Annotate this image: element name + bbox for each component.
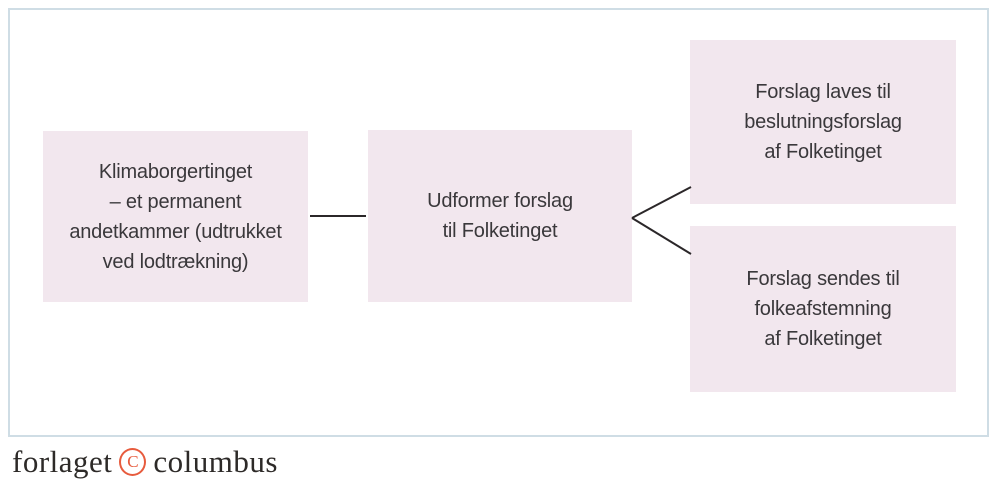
box-udformer-forslag: Udformer forslag til Folketinget [368, 130, 632, 302]
box-forslag-sendes: Forslag sendes til folkeafstemning af Fo… [690, 226, 956, 392]
copyright-icon: C [119, 448, 147, 476]
publisher-logo: forlaget C columbus [12, 444, 278, 480]
logo-word-forlaget: forlaget [12, 444, 113, 479]
logo-word-columbus: columbus [153, 444, 278, 479]
box-klimaborgertinget: Klimaborgertinget – et permanent andetka… [43, 131, 308, 302]
box-forslag-laves: Forslag laves til beslutningsforslag af … [690, 40, 956, 204]
